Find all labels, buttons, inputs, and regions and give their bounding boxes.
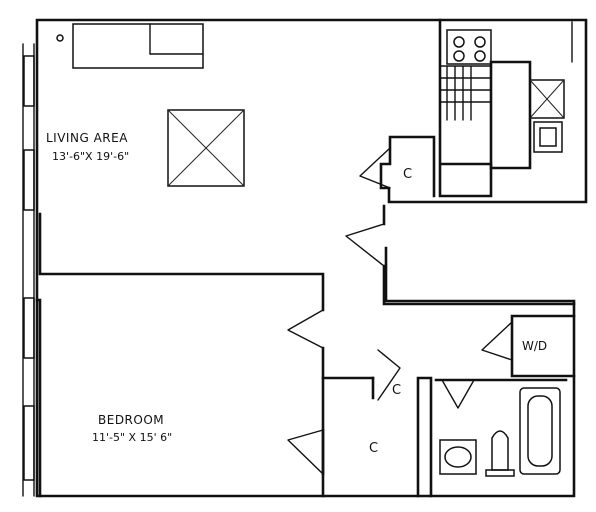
washer-dryer-label: W/D [522,339,547,353]
closet-label: C [369,441,378,456]
window-strip [22,43,35,497]
bedroom-closet-wall [321,376,433,498]
bath-sink-icon [439,439,477,475]
exterior-wall [35,18,588,498]
counter-unit [56,23,204,69]
hall-wall [382,204,576,306]
closet-label: C [403,167,412,182]
bedroom-closet-door [287,429,324,475]
kitchen [438,18,573,198]
living-area-label: LIVING AREA [46,131,128,145]
closet-label: C [392,383,401,398]
hall-closet-door [377,349,401,401]
bath-door [441,379,475,409]
living-closet-door [359,147,391,189]
living-area-size: 13'-6"X 19'-6" [52,150,129,163]
toilet-icon [485,430,515,477]
bathtub-icon [519,387,561,475]
bedroom-label: BEDROOM [98,413,164,427]
entry-door [345,223,385,267]
laundry-wall [510,314,576,378]
laundry-door [481,321,513,361]
bedroom-door [287,309,324,349]
bathroom [434,378,568,477]
skylight-icon [167,109,245,187]
stove-icon [446,29,492,65]
bedroom-size: 11'-5" X 15' 6" [92,431,172,444]
sink-icon [529,79,565,119]
